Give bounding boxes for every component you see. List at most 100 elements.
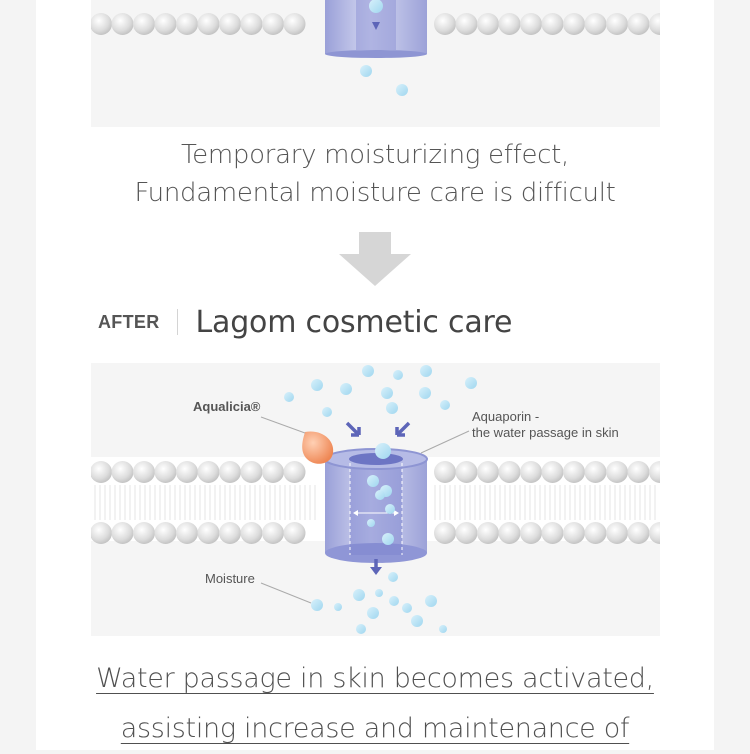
lipid-head [111,522,134,544]
lipid-head [477,522,499,544]
lipid-head [133,522,155,544]
lipid-head [283,522,306,544]
water-drop-icon [465,377,477,389]
water-drop-icon [402,603,412,613]
lipid-head [606,522,628,544]
lipid-head [154,461,177,483]
membrane-lipid-row [91,13,660,35]
after-title: Lagom cosmetic care [195,304,513,340]
lipid-head [133,13,155,35]
lipid-head [262,461,284,483]
water-drop-icon [356,624,366,634]
lipid-head [176,461,198,483]
lipid-head [498,13,521,35]
water-drop-icon [375,490,385,500]
lipid-head [563,13,585,35]
lipid-head [649,522,660,544]
lipid-head [649,461,660,483]
lipid-head [154,522,177,544]
before-diagram [91,0,660,127]
arrow-in-right-icon [395,421,411,437]
lipid-head [434,13,456,35]
lipid-head [91,522,112,544]
lipid-head [649,13,660,35]
lipid-head [91,461,112,483]
lipid-head [584,13,607,35]
water-drop-icon [388,572,398,582]
lipid-head [584,461,607,483]
lipid-head [520,522,542,544]
lipid-head [520,461,542,483]
water-drop-icon [381,387,393,399]
lipid-head [283,461,306,483]
lipid-head [498,522,521,544]
lipid-head [455,461,478,483]
after-caption-line1: Water passage in skin becomes activated, [96,663,654,694]
aqualicia-drop-icon [302,431,334,464]
water-drop-icon [439,625,447,633]
lipid-head [133,461,155,483]
water-drop-icon [425,595,437,607]
lipid-head [455,522,478,544]
moisture-label: Moisture [205,571,255,586]
lipid-head [154,13,177,35]
lipid-head [627,522,650,544]
lipid-head [541,13,564,35]
lipid-head [627,461,650,483]
lipid-head [219,13,241,35]
arrow-down-small-icon [372,22,380,30]
water-drop-icon [382,533,394,545]
water-drop-icon [411,615,423,627]
water-drop-icon [311,379,323,391]
membrane-lipid-row-bottom [91,522,660,544]
water-drop-icon [396,84,408,96]
water-drop-icon [334,603,342,611]
water-drop-icon [393,370,403,380]
water-drop-icon [369,0,383,13]
lipid-head [563,461,585,483]
aquaporin-label-line2: the water passage in skin [472,425,619,440]
water-drop-icon [367,607,379,619]
aqualicia-label: Aqualicia® [193,399,261,414]
lipid-head [541,522,564,544]
water-drop-icon [389,596,399,606]
after-header: AFTER Lagom cosmetic care [98,300,512,344]
lipid-head [520,13,542,35]
lipid-head [606,13,628,35]
water-drop-icon [322,407,332,417]
lipid-head [111,461,134,483]
lipid-tails [94,485,656,520]
lipid-head [563,522,585,544]
after-label: AFTER [98,311,160,332]
water-drops-channel [367,475,395,545]
leader-line [260,582,312,604]
lipid-head [197,522,220,544]
lipid-head [627,13,650,35]
water-drop-icon [360,65,372,77]
aquaporin-label-line1: Aquaporin - [472,409,539,424]
before-caption-line1: Temporary moisturizing effect, [180,140,570,170]
water-drop-icon [353,589,365,601]
water-drop-icon [367,519,375,527]
arrow-out-head-icon [370,567,382,575]
lipid-head [197,13,220,35]
lipid-head [455,13,478,35]
before-caption: Temporary moisturizing effect, Fundament… [36,136,714,212]
lipid-head [477,461,499,483]
water-drop-icon [375,589,383,597]
divider [176,309,178,335]
after-diagram: Aqualicia® Aquaporin - the water passage… [91,363,660,636]
water-drop-icon [419,387,431,399]
water-drop-icon [362,365,374,377]
lipid-head [176,13,198,35]
aquaporin-channel [324,448,428,563]
after-caption-line2: assisting increase and maintenance of [120,713,630,744]
water-drop-icon [375,443,391,459]
after-caption: Water passage in skin becomes activated,… [36,654,714,754]
lipid-head [477,13,499,35]
membrane-lipid-row-top [91,461,660,483]
lipid-head [283,13,306,35]
leader-line [420,430,470,454]
arrow-in-left-icon [345,421,361,437]
water-drop-icon [440,400,450,410]
